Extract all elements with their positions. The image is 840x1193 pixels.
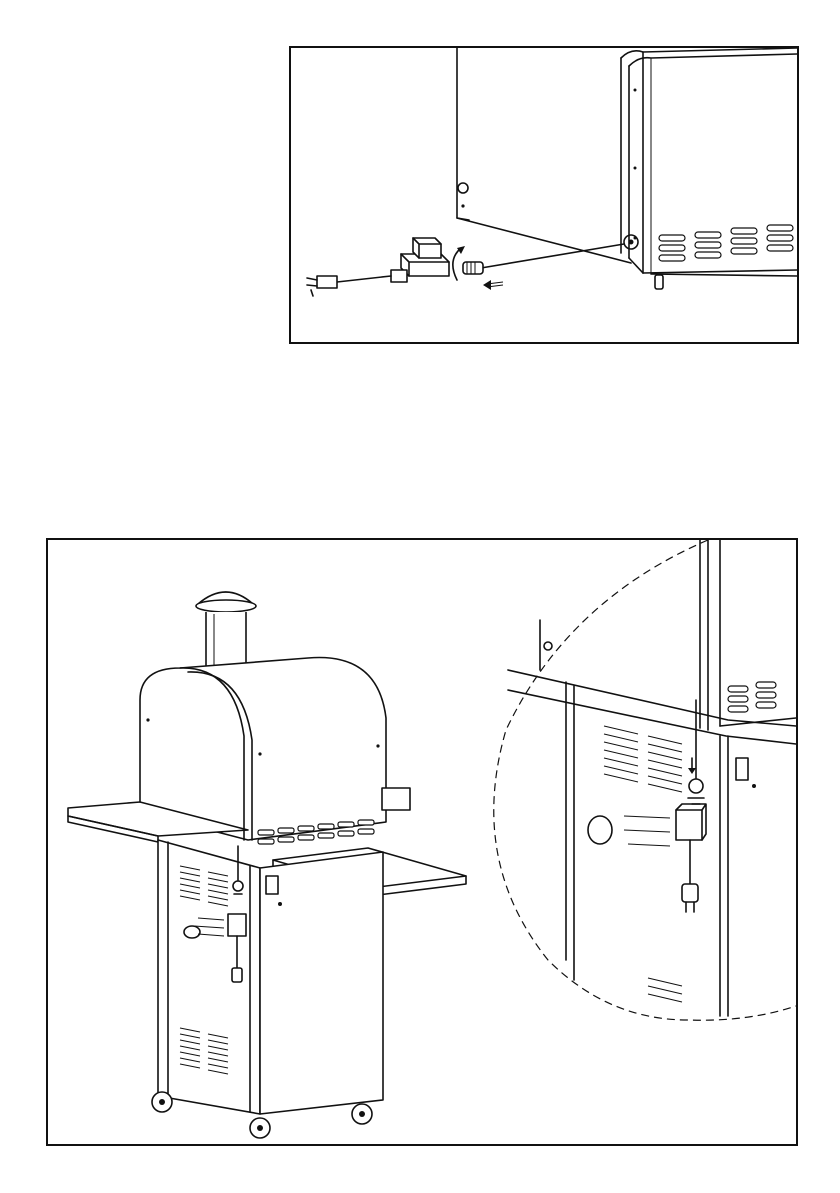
detail-oven-vents bbox=[728, 682, 776, 712]
cart-cabinet bbox=[158, 840, 383, 1114]
connection-illustration bbox=[291, 48, 797, 342]
transformer-connection-figure bbox=[289, 46, 799, 344]
oven-rear-cabinet bbox=[457, 48, 797, 289]
magnified-detail-circle bbox=[494, 540, 796, 1020]
rotate-arrow bbox=[453, 248, 461, 280]
power-cord bbox=[337, 276, 391, 282]
mounting-illustration bbox=[48, 540, 796, 1144]
vent-slots bbox=[659, 225, 793, 261]
transformer-mounting-figure bbox=[46, 538, 798, 1146]
detail-cabinet-vents bbox=[604, 726, 682, 1002]
insert-arrow bbox=[483, 280, 503, 290]
cable-connector bbox=[463, 262, 483, 274]
power-plug bbox=[307, 276, 337, 296]
transformer-box bbox=[391, 238, 449, 282]
